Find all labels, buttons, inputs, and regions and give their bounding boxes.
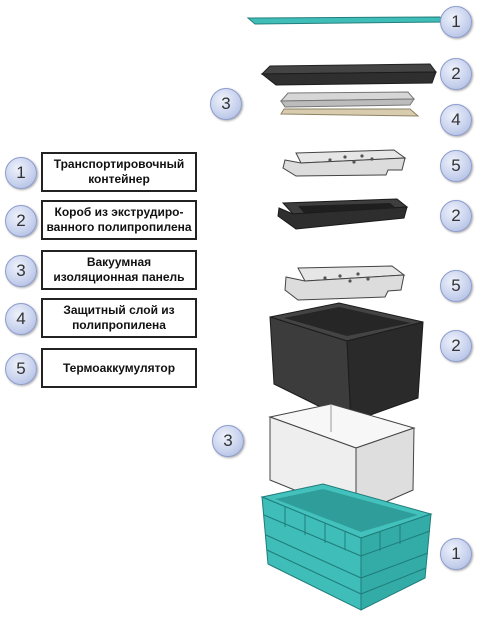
legend-item-3: 3 Вакуумная изоляционная панель [5,250,203,292]
legend-number-badge: 2 [5,205,37,237]
callout-badge: 2 [440,330,472,362]
vacuum-panel-thin [279,91,416,108]
polypropylene-frame [277,198,409,230]
protective-layer [280,108,420,117]
legend-label: Вакуумная изоляционная панель [41,250,197,290]
legend-item-1: 1 Транспортировочный контейнер [5,152,203,194]
legend-label: Короб из экструдиро-ванного полипропилен… [41,200,197,240]
transport-lid-sheet [246,16,446,25]
thermo-accumulator-upper [282,149,407,177]
legend-number-badge: 1 [5,157,37,189]
callout-badge: 2 [440,58,472,90]
legend-number-badge: 5 [5,353,37,385]
callout-badge: 1 [440,538,472,570]
callout-badge: 4 [440,104,472,136]
legend-label: Термоаккумулятор [41,348,197,388]
legend-number-badge: 3 [5,255,37,287]
legend-item-4: 4 Защитный слой из полипропилена [5,298,203,340]
callout-badge: 1 [440,6,472,38]
polypropylene-box [269,302,424,423]
legend-item-2: 2 Короб из экструдиро-ванного полипропил… [5,200,203,242]
callout-badge: 5 [440,270,472,302]
callout-badge: 2 [440,200,472,232]
legend-number-badge: 4 [5,303,37,335]
legend-label: Защитный слой из полипропилена [41,298,197,338]
callout-badge: 3 [212,425,244,457]
callout-badge: 3 [210,88,242,120]
legend-item-5: 5 Термоаккумулятор [5,348,203,390]
callout-badge: 5 [440,150,472,182]
polypropylene-lid [260,63,437,86]
thermo-accumulator-lower [284,265,406,301]
legend-label: Транспортировочный контейнер [41,152,197,192]
transport-container-base [260,483,433,611]
